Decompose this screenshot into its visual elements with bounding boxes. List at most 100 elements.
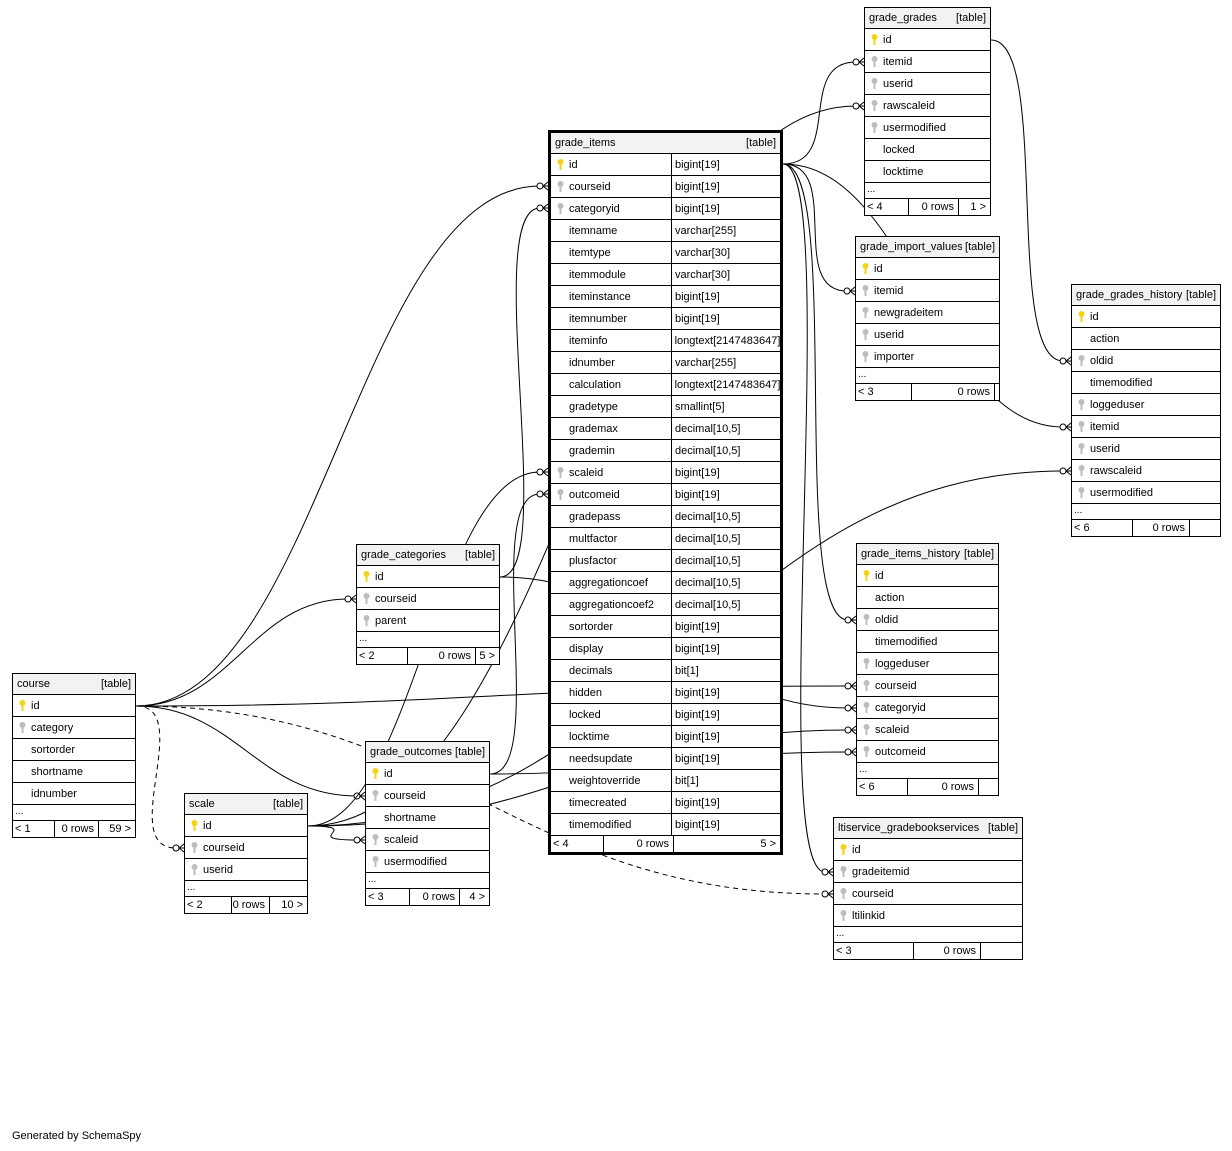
column-name[interactable]: courseid [203,841,245,854]
column-name[interactable]: gradepass [569,510,621,523]
table-name[interactable]: grade_items [555,137,616,149]
column-row[interactable]: id [1072,306,1220,328]
column-name[interactable]: userid [874,328,904,341]
column-row[interactable]: courseid [834,883,1022,905]
column-name[interactable]: aggregationcoef2 [569,598,655,611]
column-name[interactable]: id [375,570,384,583]
column-name[interactable]: id [883,33,892,46]
column-row[interactable]: outcomeid [857,741,998,763]
column-name[interactable]: grademin [569,444,615,457]
column-name[interactable]: itemnumber [569,312,628,325]
parents-link[interactable]: < 4 [551,836,604,852]
table-name[interactable]: grade_items_history [861,548,961,560]
column-row[interactable]: userid [856,324,999,346]
table-header[interactable]: grade_categories[table] [357,545,499,566]
column-name[interactable]: hidden [569,686,603,699]
children-link[interactable] [995,384,999,400]
column-name[interactable]: itemid [1090,420,1120,433]
column-row[interactable]: action [1072,328,1220,350]
column-name[interactable]: courseid [569,180,611,193]
parents-link[interactable]: < 1 [13,821,55,837]
column-name[interactable]: usermodified [883,121,946,134]
table-header[interactable]: grade_outcomes[table] [366,742,489,763]
column-name[interactable]: rawscaleid [883,99,935,112]
column-row[interactable]: categoryid [857,697,998,719]
column-row[interactable]: loggeduser [1072,394,1220,416]
column-name[interactable]: scaleid [569,466,604,479]
column-row[interactable]: courseid [357,588,499,610]
column-row[interactable]: id [366,763,489,785]
column-row[interactable]: id [857,565,998,587]
column-row[interactable]: oldid [857,609,998,631]
children-link[interactable] [1190,520,1220,536]
column-name[interactable]: itemid [874,284,904,297]
column-name[interactable]: parent [375,614,407,627]
column-row[interactable]: shortname [366,807,489,829]
table-header[interactable]: grade_items[table] [551,133,780,154]
column-row[interactable]: scaleid [366,829,489,851]
column-name[interactable]: itemmodule [569,268,626,281]
column-name[interactable]: locked [883,143,915,156]
table-name[interactable]: scale [189,798,215,810]
children-link[interactable] [979,779,998,795]
column-name[interactable]: idnumber [569,356,615,369]
table-name[interactable]: ltiservice_gradebookservices [838,822,980,834]
children-link[interactable] [981,943,1022,959]
column-name[interactable]: id [874,262,883,275]
column-name[interactable]: locktime [569,730,610,743]
column-name[interactable]: scaleid [875,723,910,736]
column-name[interactable]: decimals [569,664,613,677]
column-row[interactable]: itemid [856,280,999,302]
column-name[interactable]: id [203,819,212,832]
column-name[interactable]: oldid [875,613,899,626]
parents-link[interactable]: < 6 [1072,520,1133,536]
column-name[interactable]: action [875,591,905,604]
column-row[interactable]: rawscaleid [1072,460,1220,482]
column-name[interactable]: courseid [375,592,417,605]
column-name[interactable]: plusfactor [569,554,617,567]
column-row[interactable]: itemid [865,51,990,73]
column-name[interactable]: shortname [31,765,83,778]
parents-link[interactable]: < 3 [834,943,914,959]
column-row[interactable]: id [856,258,999,280]
column-row[interactable]: courseid [185,837,307,859]
column-name[interactable]: id [31,699,40,712]
column-name[interactable]: iteminstance [569,290,631,303]
column-name[interactable]: gradeitemid [852,865,910,878]
column-name[interactable]: usermodified [1090,486,1153,499]
table-name[interactable]: course [17,678,51,690]
table-header[interactable]: scale[table] [185,794,307,815]
column-name[interactable]: timecreated [569,796,627,809]
column-name[interactable]: courseid [384,789,426,802]
column-row[interactable]: itemid [1072,416,1220,438]
column-name[interactable]: id [1090,310,1099,323]
column-name[interactable]: ltilinkid [852,909,886,922]
column-name[interactable]: itemtype [569,246,611,259]
column-row[interactable]: importer [856,346,999,368]
column-name[interactable]: userid [1090,442,1120,455]
column-row[interactable]: scaleid [857,719,998,741]
column-name[interactable]: oldid [1090,354,1114,367]
column-row[interactable]: id [185,815,307,837]
